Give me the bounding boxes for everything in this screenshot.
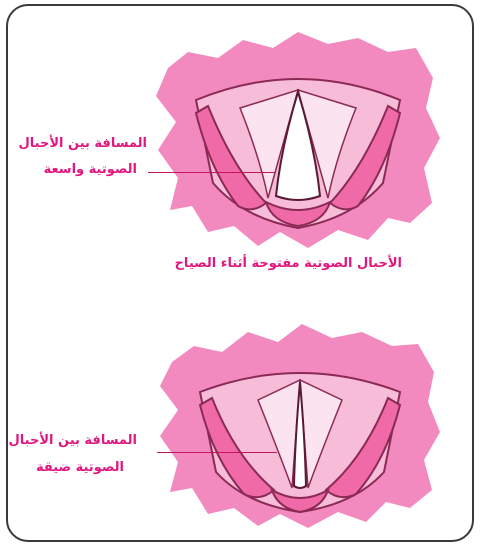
bottom-label-line1: المسافة بين الأحبال [9, 433, 137, 448]
bottom-leader-line [157, 452, 277, 453]
top-label-line2: الصوتية واسعة [44, 162, 137, 177]
vocal-folds-narrow-illustration [150, 310, 450, 535]
top-label-line1: المسافة بين الأحبال [19, 136, 147, 151]
top-caption: الأحبال الصوتية مفتوحة أثناء الصياح [175, 256, 402, 271]
top-leader-line [148, 172, 276, 173]
vocal-folds-open-illustration [148, 18, 448, 258]
bottom-label-line2: الصوتية ضيقة [36, 460, 124, 475]
